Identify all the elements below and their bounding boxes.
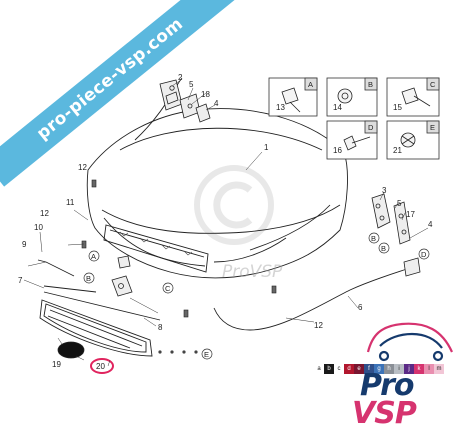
palette-swatch-b: b xyxy=(324,364,334,374)
logo-vsp-text: VSP xyxy=(352,396,417,431)
callout-9: 9 xyxy=(22,240,27,249)
grille xyxy=(39,299,153,357)
callout-1: 1 xyxy=(264,143,269,152)
callout-6: 6 xyxy=(358,303,363,312)
callout-8: 8 xyxy=(158,323,163,332)
copyright-icon xyxy=(194,165,274,245)
callout-5-top: 5 xyxy=(189,80,194,89)
callout-12-mid: 12 xyxy=(40,209,49,218)
palette-swatch-f: f xyxy=(364,364,374,374)
highlight-ring xyxy=(90,358,114,374)
callout-10: 10 xyxy=(34,223,43,232)
legend-number-21: 21 xyxy=(393,146,402,155)
latch-right xyxy=(403,257,421,277)
callout-19: 19 xyxy=(52,360,61,369)
rod-8 xyxy=(43,291,161,321)
callout-4-top: 4 xyxy=(214,99,219,108)
palette-swatch-h: h xyxy=(384,364,394,374)
palette-swatch-g: g xyxy=(374,364,384,374)
palette-swatch-a: a xyxy=(314,364,324,374)
label-b-left: B xyxy=(86,274,91,283)
logo-car-icon xyxy=(366,322,454,362)
hinge-right xyxy=(371,193,411,245)
legend-number-13: 13 xyxy=(276,103,285,112)
callout-3: 3 xyxy=(382,186,387,195)
fasteners xyxy=(81,179,277,318)
palette-swatch-m: m xyxy=(434,364,444,374)
callout-5-right: 5 xyxy=(397,199,402,208)
legend-boxes xyxy=(268,77,440,160)
clip-4-top xyxy=(195,103,211,123)
label-b-right-1: B xyxy=(371,234,376,243)
legend-number-15: 15 xyxy=(393,103,402,112)
legend-number-14: 14 xyxy=(333,103,342,112)
label-b-right-2: B xyxy=(381,244,386,253)
callout-20: 20 xyxy=(96,362,105,371)
palette-swatch-j: j xyxy=(404,364,414,374)
legend-letter-b: B xyxy=(368,80,373,89)
palette-swatch-d: d xyxy=(344,364,354,374)
legend-letter-d: D xyxy=(368,123,374,132)
palette-swatch-c: c xyxy=(334,364,344,374)
seal-7 xyxy=(43,285,97,293)
palette-swatch-l: l xyxy=(424,364,434,374)
label-c: C xyxy=(165,284,171,293)
callout-11: 11 xyxy=(66,198,75,207)
legend-parts xyxy=(281,87,431,151)
callout-12-left: 12 xyxy=(78,163,87,172)
callout-2: 2 xyxy=(178,73,183,82)
leader-lines xyxy=(23,79,429,367)
legend-number-16: 16 xyxy=(333,146,342,155)
callout-18: 18 xyxy=(201,90,210,99)
cable-9 xyxy=(37,259,75,277)
callout-17: 17 xyxy=(406,210,415,219)
hood-ribs xyxy=(119,231,193,256)
logo-pro-text: Pro xyxy=(360,368,414,403)
letter-circles xyxy=(83,232,430,360)
label-a: A xyxy=(91,252,96,261)
bracket-18 xyxy=(179,93,201,119)
label-d: D xyxy=(421,250,427,259)
legend-letter-e: E xyxy=(430,123,435,132)
legend-letter-a: A xyxy=(308,80,313,89)
legend-letter-c: C xyxy=(430,80,436,89)
label-e: E xyxy=(204,350,209,359)
palette-swatch-e: e xyxy=(354,364,364,374)
clips-e xyxy=(158,350,198,354)
palette-swatch-i: i xyxy=(394,364,404,374)
palette-swatch-k: k xyxy=(414,364,424,374)
hinge-left-top xyxy=(159,79,183,111)
callout-12-bottom: 12 xyxy=(314,321,323,330)
callout-4-right: 4 xyxy=(428,220,433,229)
emblem xyxy=(57,341,85,359)
callout-7: 7 xyxy=(18,276,23,285)
latch-center xyxy=(111,255,133,297)
watermark-text: ProVSP xyxy=(222,262,283,282)
